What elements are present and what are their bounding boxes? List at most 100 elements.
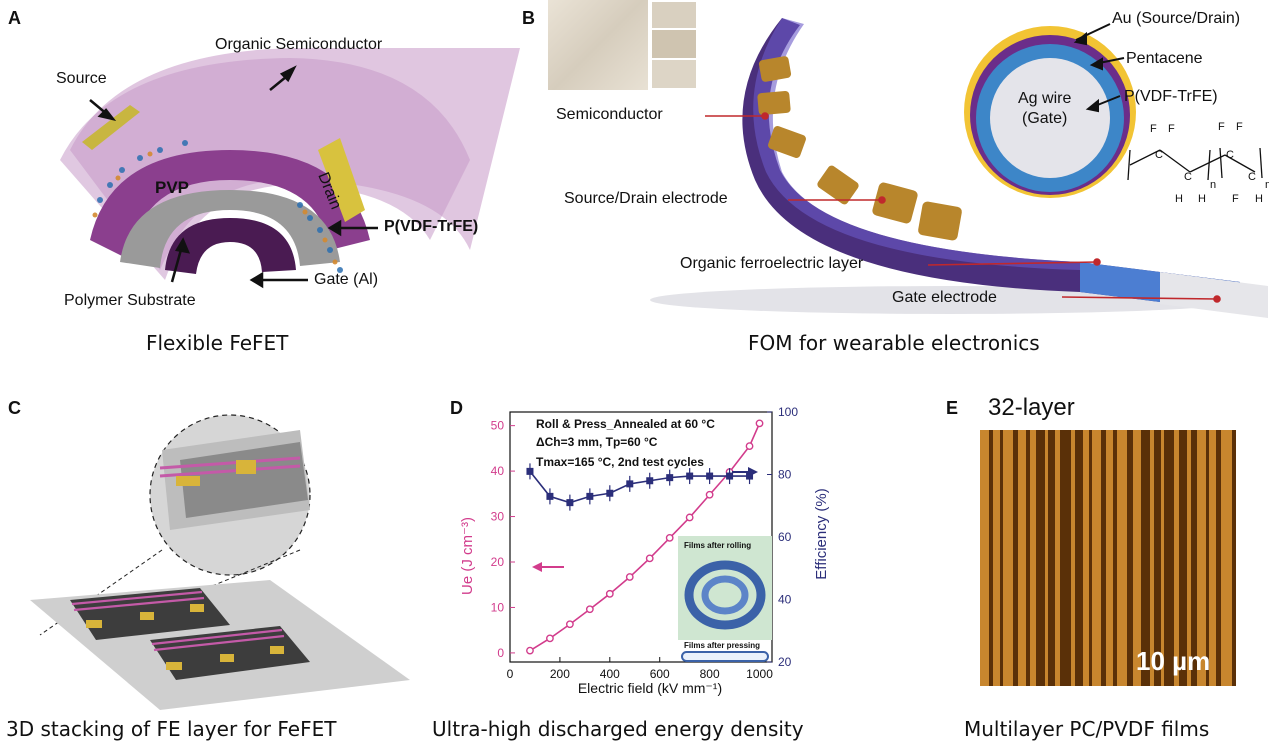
label-gate-electrode: Gate electrode: [892, 289, 997, 306]
svg-text:F: F: [1232, 193, 1239, 205]
caption-3d-stacking: 3D stacking of FE layer for FeFET: [6, 717, 337, 741]
energy-density-point: [546, 634, 554, 643]
efficiency-point: [706, 472, 714, 480]
label-p-vdf-trfe: P(VDF-TrFE): [384, 218, 479, 235]
svg-text:n: n: [1210, 179, 1216, 191]
device-photo-bottom: [652, 60, 696, 88]
energy-density-point: [526, 646, 534, 655]
label-gate-al: Gate (Al): [314, 271, 379, 288]
chart-annotation-1: Roll & Press_Annealed at 60 °C: [536, 417, 715, 431]
fabric-photo: [548, 0, 648, 90]
svg-text:C: C: [1248, 171, 1256, 183]
efficiency-point: [726, 472, 734, 480]
left-axis-arrow: [532, 562, 564, 572]
afm-image: [980, 430, 1236, 686]
inset-top-label: Films after rolling: [684, 541, 751, 550]
energy-density-point: [665, 534, 674, 542]
y-left-tick-label: 50: [491, 419, 505, 433]
caption-fom-wearable: FOM for wearable electronics: [748, 331, 1040, 355]
panel-e: E 32-layer 10 µm Multilayer PC/PVDF film…: [900, 390, 1269, 752]
energy-density-point: [625, 573, 634, 581]
y-right-tick-label: 100: [778, 405, 798, 419]
caption-multilayer: Multilayer PC/PVDF films: [964, 717, 1210, 741]
efficiency-point: [606, 489, 614, 497]
label-source-drain-electrode: Source/Drain electrode: [564, 190, 728, 207]
energy-density-point: [755, 419, 764, 428]
x-tick-label: 200: [550, 667, 570, 681]
x-tick-label: 600: [650, 667, 670, 681]
inset-pressed-film: [681, 651, 769, 662]
label-organic-semiconductor: Organic Semiconductor: [215, 36, 383, 53]
efficiency-point: [626, 480, 634, 488]
panel-b-letter: B: [522, 8, 535, 28]
y-right-tick-label: 20: [778, 655, 792, 669]
energy-density-point: [605, 589, 614, 598]
y-right-tick-label: 80: [778, 468, 792, 482]
scale-bar-label: 10 µm: [1136, 646, 1211, 676]
svg-text:C: C: [1226, 149, 1234, 161]
panel-c-letter: C: [8, 398, 21, 418]
y-axis-left-label: Ue (J cm⁻³): [459, 517, 476, 595]
x-tick-label: 1000: [746, 667, 773, 681]
svg-text:C: C: [1155, 149, 1163, 161]
svg-text:F: F: [1236, 121, 1243, 133]
energy-density-point: [645, 554, 654, 563]
label-au-source-drain: Au (Source/Drain): [1112, 10, 1241, 27]
fom-illustration: FF CC HH n FF CC FH m: [650, 18, 1269, 318]
label-pentacene: Pentacene: [1126, 50, 1203, 67]
svg-text:H: H: [1175, 193, 1183, 205]
efficiency-point: [666, 474, 674, 482]
svg-text:C: C: [1184, 171, 1192, 183]
label-pvp: PVP: [155, 178, 190, 197]
efficiency-point: [566, 499, 574, 507]
efficiency-point: [686, 472, 694, 480]
panel-e-letter: E: [946, 398, 959, 418]
y-left-tick-label: 0: [497, 646, 504, 660]
y-left-tick-label: 40: [491, 464, 505, 478]
y-axis-right-label: Efficiency (%): [813, 488, 830, 579]
label-semiconductor: Semiconductor: [556, 106, 663, 123]
efficiency-point: [546, 492, 554, 500]
panel-a: A Organic: [0, 0, 520, 370]
x-tick-label: 400: [600, 667, 620, 681]
y-left-tick-label: 30: [491, 510, 505, 524]
chart-annotation-2: ΔCh=3 mm, Tp=60 °C: [536, 435, 658, 449]
label-ag-wire: Ag wire: [1018, 90, 1072, 107]
svg-text:H: H: [1255, 193, 1263, 205]
efficiency-point: [646, 477, 654, 485]
panel-b: B: [520, 0, 1269, 370]
stacking-illustration: [30, 414, 410, 710]
energy-density-point: [565, 620, 574, 629]
x-axis-label: Electric field (kV mm⁻¹): [578, 680, 722, 696]
caption-ultra-high: Ultra-high discharged energy density: [432, 717, 804, 741]
label-p-vdf-trfe-b: P(VDF-TrFE): [1124, 88, 1218, 105]
panel-c: C 3D stacking of FE layer for FeFET: [0, 390, 420, 752]
label-gate-paren: (Gate): [1022, 110, 1068, 127]
label-source: Source: [56, 70, 107, 87]
svg-text:m: m: [1265, 179, 1269, 191]
energy-density-point: [705, 490, 714, 499]
y-right-tick-label: 40: [778, 593, 792, 607]
chart-annotation-3: Tmax=165 °C, 2nd test cycles: [536, 455, 704, 469]
y-left-tick-label: 10: [491, 600, 505, 614]
panel-d-letter: D: [450, 398, 463, 418]
svg-text:F: F: [1168, 123, 1175, 135]
fefet-illustration: [60, 48, 520, 289]
x-tick-label: 0: [507, 667, 514, 681]
efficiency-point: [586, 492, 594, 500]
efficiency-point: [526, 467, 534, 475]
energy-density-point: [685, 513, 694, 522]
y-left-tick-label: 20: [491, 555, 505, 569]
inset-bottom-label: Films after pressing: [684, 641, 760, 650]
inset-roll: [684, 560, 766, 630]
panel-a-letter: A: [8, 8, 21, 28]
x-tick-label: 800: [700, 667, 720, 681]
right-axis-arrow: [732, 467, 758, 477]
caption-flexible-fefet: Flexible FeFET: [146, 331, 289, 355]
label-organic-ferroelectric-layer: Organic ferroelectric layer: [680, 255, 864, 272]
svg-text:F: F: [1218, 121, 1225, 133]
svg-text:F: F: [1150, 123, 1157, 135]
energy-density-point: [585, 605, 594, 614]
